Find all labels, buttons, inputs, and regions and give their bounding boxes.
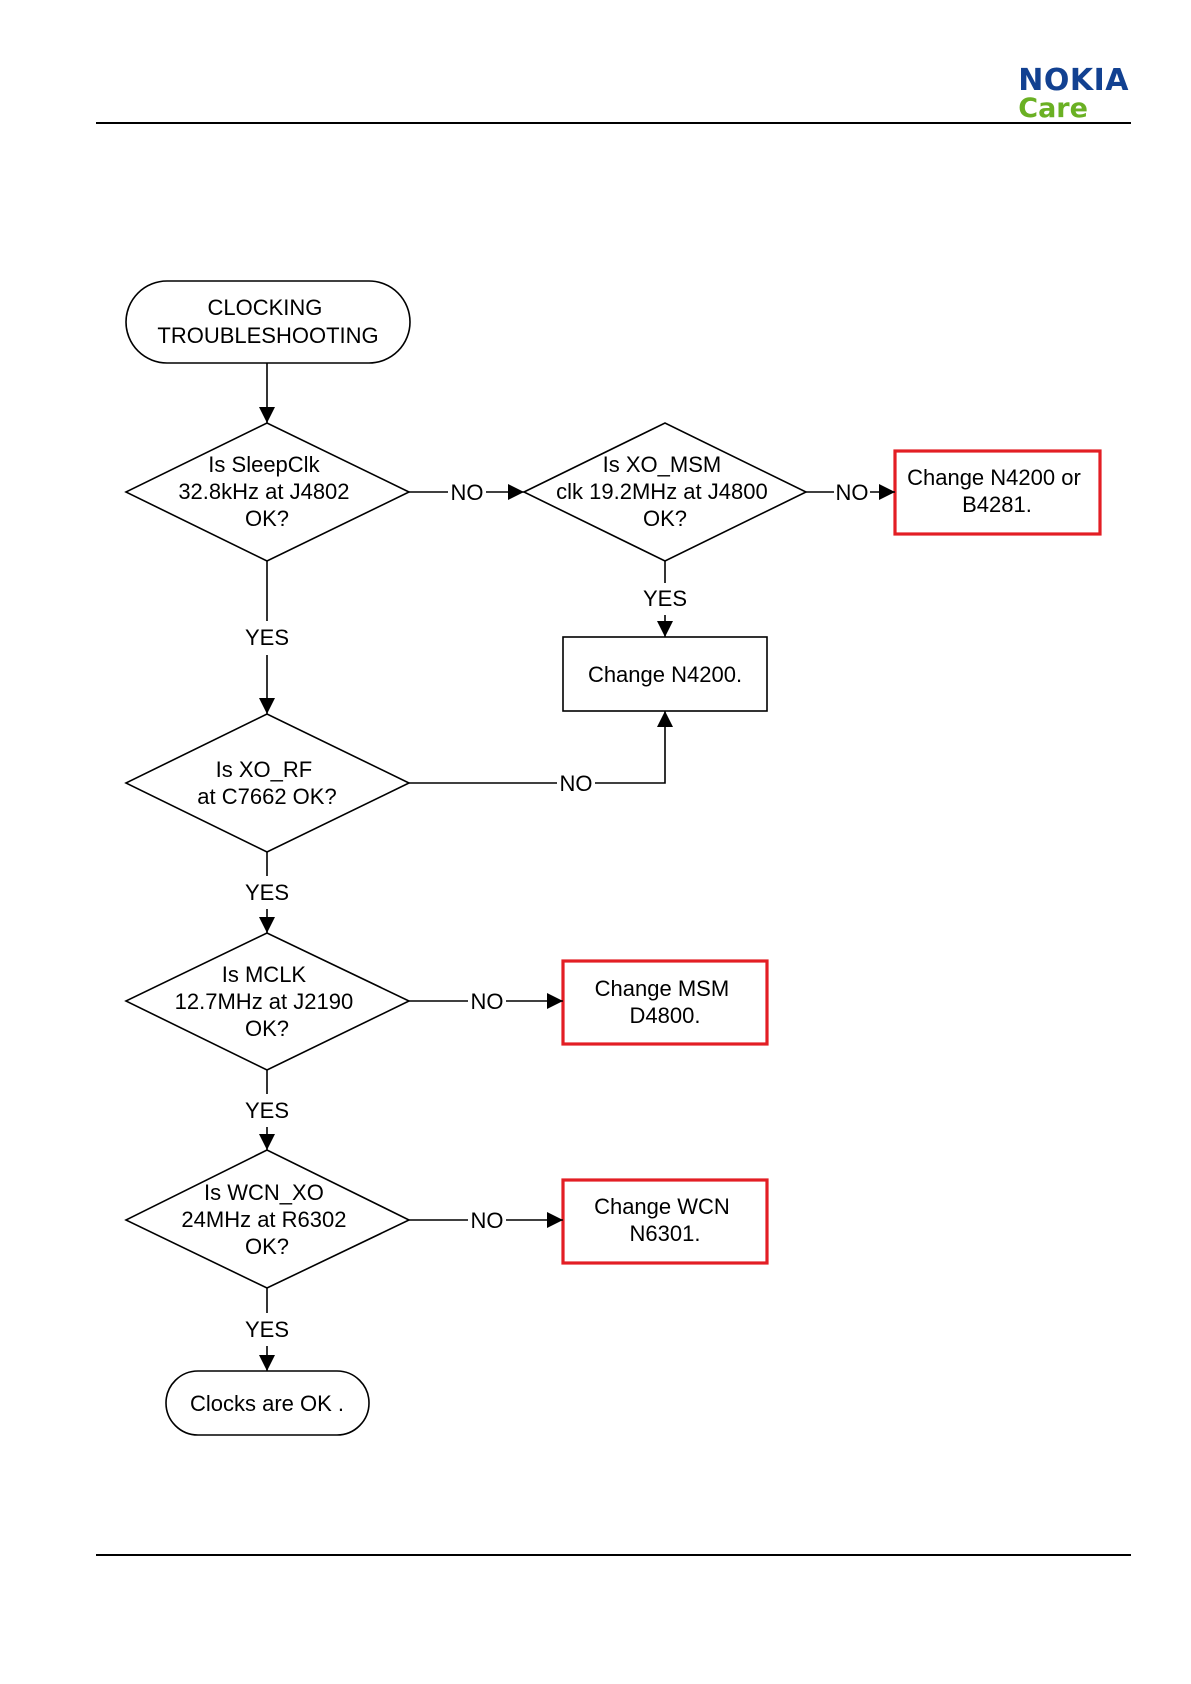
process-change-msm <box>561 959 769 1046</box>
wcn-xo-question: Is WCN_XO 24MHz at R6302 OK? <box>181 1180 352 1259</box>
label-no-mclk: NO <box>471 989 504 1014</box>
label-no-xo-msm: NO <box>836 480 869 505</box>
logo-brand: NOKIA <box>1018 63 1129 98</box>
logo-sub-brand: Care <box>1018 93 1088 124</box>
sleepclk-question: Is SleepClk 32.8kHz at J4802 OK? <box>178 452 355 531</box>
label-no-sleepclk: NO <box>451 480 484 505</box>
label-no-xo-rf: NO <box>560 771 593 796</box>
header-rule <box>96 122 1131 124</box>
xo-rf-question: Is XO_RF at C7662 OK? <box>197 757 336 809</box>
label-yes-xo-msm: YES <box>643 586 687 611</box>
mclk-question: Is MCLK 12.7MHz at J2190 OK? <box>175 962 360 1041</box>
decision-xo-rf <box>124 713 411 853</box>
label-yes-wcn: YES <box>245 1317 289 1342</box>
label-yes-xo-rf: YES <box>245 880 289 905</box>
change-msm-text: Change MSM D4800. <box>595 976 736 1028</box>
xo-msm-question: Is XO_MSM clk 19.2MHz at J4800 OK? <box>556 452 774 531</box>
change-n4200-text: Change N4200. <box>588 662 742 687</box>
change-wcn-text: Change WCN N6301. <box>594 1194 736 1246</box>
process-change-wcn <box>561 1178 769 1265</box>
start-text: CLOCKING TROUBLESHOOTING <box>157 295 378 348</box>
start-terminator <box>125 280 411 364</box>
nokia-care-logo: NOKIA Care <box>1018 66 1129 124</box>
label-yes-mclk: YES <box>245 1098 289 1123</box>
footer-rule <box>96 1554 1131 1556</box>
label-yes-sleepclk: YES <box>245 625 289 650</box>
change-n4200-b4281-text: Change N4200 or B4281. <box>907 465 1087 517</box>
label-no-wcn: NO <box>471 1208 504 1233</box>
connector-xo-rf-no-arrow <box>595 711 673 784</box>
end-text: Clocks are OK . <box>190 1391 344 1416</box>
